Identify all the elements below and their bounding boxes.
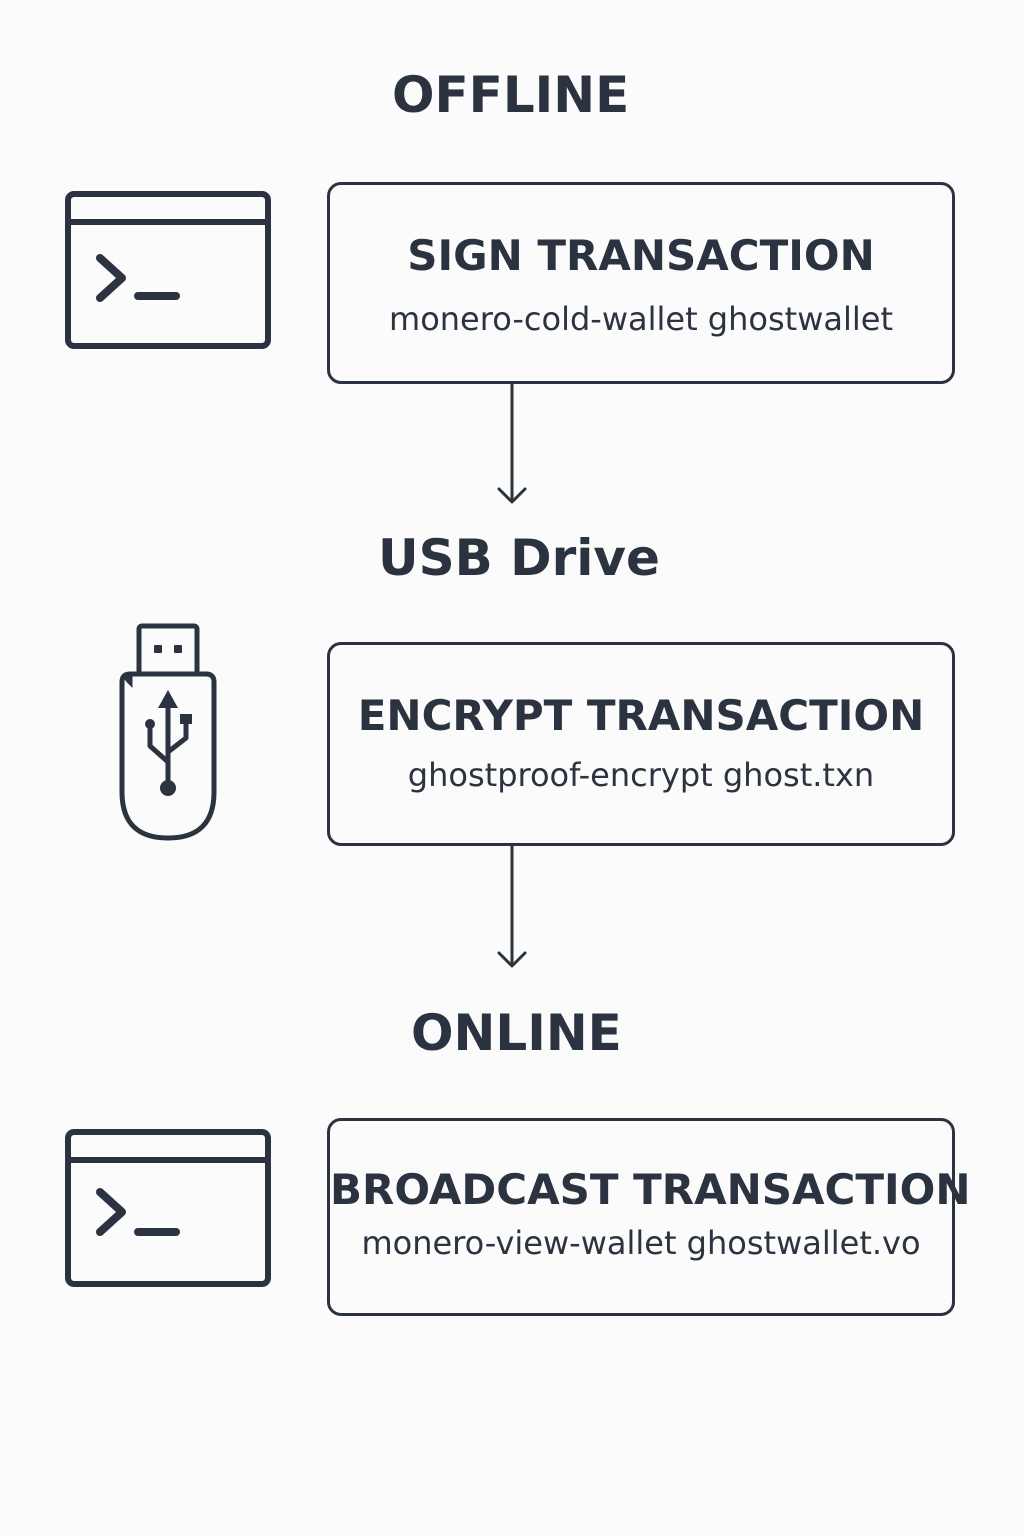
- step-title: BROADCAST TRANSACTION: [330, 1165, 971, 1214]
- step-box-broadcast-transaction: BROADCAST TRANSACTION monero-view-wallet…: [327, 1118, 971, 1316]
- step-command: monero-cold-wallet ghostwallet: [389, 300, 893, 338]
- section-label-usb-drive: USB Drive: [378, 529, 660, 587]
- terminal-icon: [65, 191, 271, 349]
- terminal-icon: [65, 1129, 271, 1287]
- step-command: ghostproof-encrypt ghost.txn: [407, 756, 875, 794]
- section-label-online: ONLINE: [411, 1004, 622, 1062]
- step-box-encrypt-transaction: ENCRYPT TRANSACTION ghostproof-encrypt g…: [327, 642, 955, 846]
- step-command: monero-view-wallet ghostwallet.vo: [361, 1224, 921, 1262]
- flow-arrow-down-icon: [497, 384, 527, 504]
- usb-drive-icon: [119, 623, 217, 841]
- step-box-sign-transaction: SIGN TRANSACTION monero-cold-wallet ghos…: [327, 182, 955, 384]
- step-title: SIGN TRANSACTION: [407, 231, 875, 280]
- flow-arrow-down-icon: [497, 846, 527, 968]
- section-label-offline: OFFLINE: [392, 66, 630, 124]
- step-title: ENCRYPT TRANSACTION: [357, 691, 925, 740]
